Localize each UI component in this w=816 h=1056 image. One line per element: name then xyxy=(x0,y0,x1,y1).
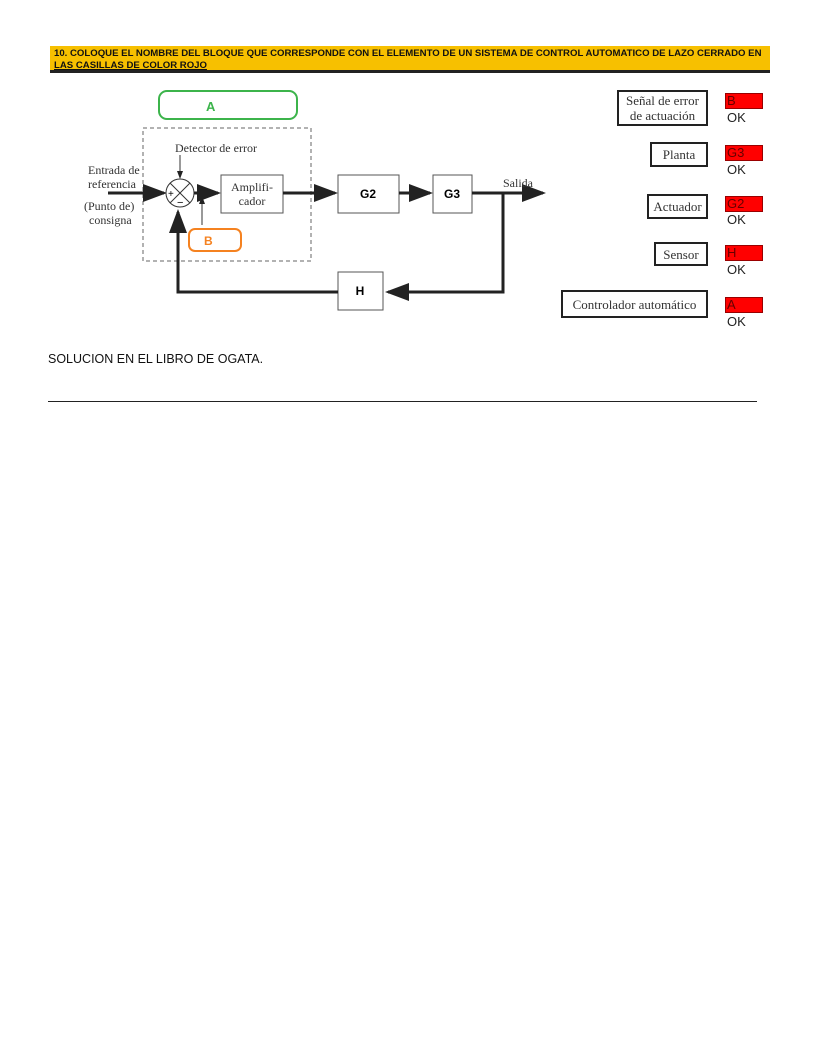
answer-label-actuador: Actuador xyxy=(647,194,708,219)
label-a: A xyxy=(206,99,216,114)
block-diagram: A Detector de error Entrada de referenci… xyxy=(84,90,546,311)
answer-field-sensor[interactable]: H xyxy=(725,245,763,261)
status-controlador: OK xyxy=(727,314,746,329)
status-actuador: OK xyxy=(727,212,746,227)
answer-field-actuador[interactable]: G2 xyxy=(725,196,763,212)
detector-label: Detector de error xyxy=(175,141,257,155)
minus-sign: − xyxy=(177,197,183,209)
plus-sign: + xyxy=(168,189,174,200)
amplifier-label-1: Amplifi- xyxy=(231,180,273,194)
punto-label-1: Punto de xyxy=(88,199,130,213)
question-line-2: LAS CASILLAS DE COLOR ROJO xyxy=(54,60,207,71)
salida-label: Salida xyxy=(503,176,534,190)
amplifier-label-2: cador xyxy=(239,194,266,208)
g3-label: G3 xyxy=(444,187,460,201)
h-block xyxy=(337,271,384,311)
answer-label-controlador: Controlador automático xyxy=(561,290,708,318)
svg-text:(Punto de): (Punto de) xyxy=(84,199,134,213)
label-b: B xyxy=(204,234,213,248)
label-b-box xyxy=(188,228,242,252)
answer-field-planta[interactable]: G3 xyxy=(725,145,763,161)
amplifier-block xyxy=(220,174,284,214)
question-header: 10. COLOQUE EL NOMBRE DEL BLOQUE QUE COR… xyxy=(50,46,770,73)
h-label: H xyxy=(356,284,365,298)
status-sensor: OK xyxy=(727,262,746,277)
g2-block xyxy=(337,174,400,214)
label-a-box xyxy=(158,90,298,120)
summing-junction: + − xyxy=(165,178,195,209)
entrada-label-2: referencia xyxy=(88,177,137,191)
answer-field-error-signal[interactable]: B xyxy=(725,93,763,109)
answer-label-sensor: Sensor xyxy=(654,242,708,266)
answer-field-controlador[interactable]: A xyxy=(725,297,763,313)
question-line-1: 10. COLOQUE EL NOMBRE DEL BLOQUE QUE COR… xyxy=(54,48,762,59)
punto-label-2: consigna xyxy=(89,213,132,227)
answer-label-planta: Planta xyxy=(650,142,708,167)
entrada-label-1: Entrada de xyxy=(88,163,140,177)
status-planta: OK xyxy=(727,162,746,177)
solution-note: SOLUCION EN EL LIBRO DE OGATA. xyxy=(48,352,264,366)
status-error-signal: OK xyxy=(727,110,746,125)
g2-label: G2 xyxy=(360,187,376,201)
answer-line xyxy=(48,401,757,402)
